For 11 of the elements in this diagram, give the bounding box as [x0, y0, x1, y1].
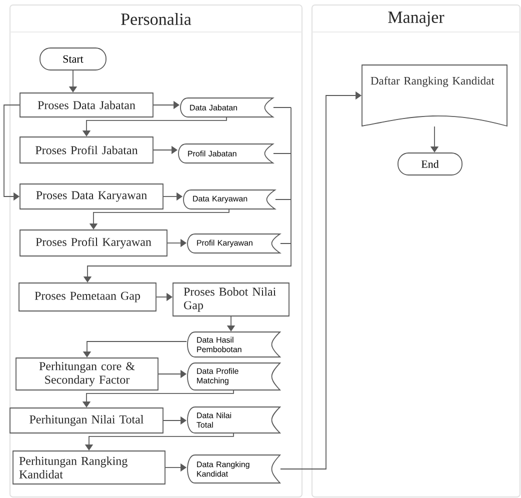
- terminator: Start: [40, 48, 106, 70]
- process-box: Proses Data Jabatan: [20, 92, 154, 118]
- process-box: Proses Profil Karyawan: [20, 230, 168, 256]
- terminator: End: [398, 152, 462, 176]
- process-box: Perhitungan Nilai Total: [10, 408, 164, 434]
- process-box: Proses Bobot Nilai Gap: [172, 282, 290, 316]
- process-box: Perhitungan core & Secondary Factor: [16, 358, 158, 390]
- process-box: Proses Data Karyawan: [20, 184, 164, 210]
- process-box: Proses Profil Jabatan: [20, 136, 154, 164]
- process-box: Perhitungan Rangking Kandidat: [12, 450, 166, 484]
- process-box: Proses Pemetaan Gap: [18, 282, 156, 312]
